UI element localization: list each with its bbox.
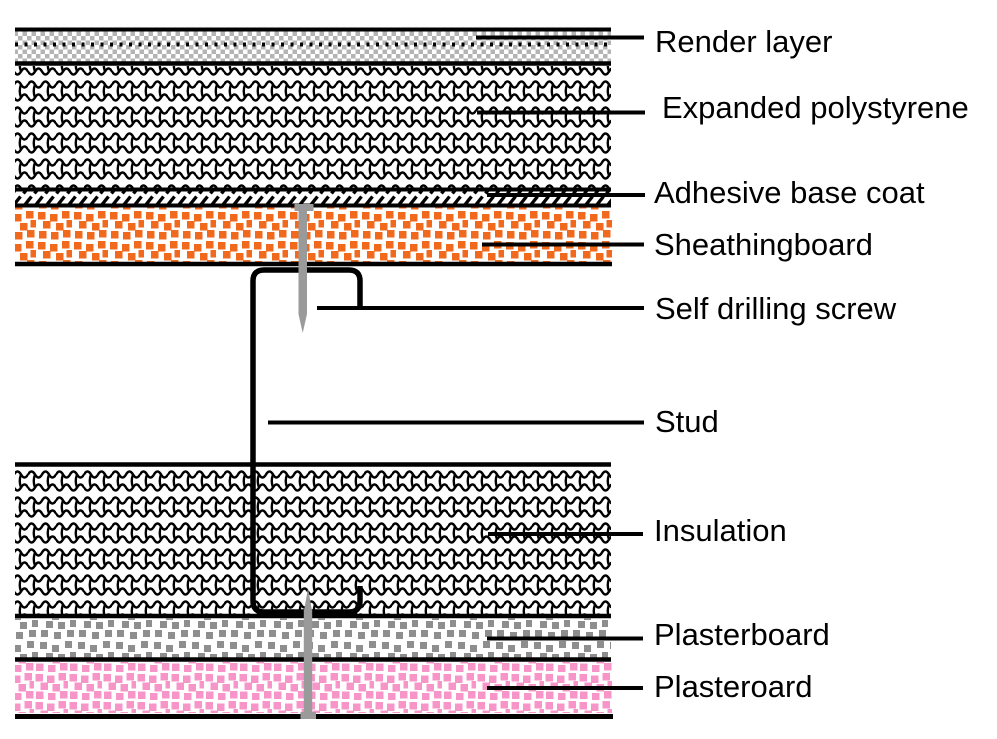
label-insulation: Insulation (654, 513, 787, 548)
label-stud: Stud (655, 404, 719, 439)
layer-sheathingboard (15, 207, 612, 263)
leader-lines (268, 35, 645, 690)
label-render-layer: Render layer (655, 24, 832, 59)
screw-shank (298, 204, 307, 314)
layer-expanded-polystyrene (15, 66, 611, 188)
label-self-drilling-screw: Self drilling screw (655, 291, 897, 326)
stud-channel-outline (250, 267, 363, 615)
screw-head (300, 712, 316, 719)
label-plasterboard: Plasterboard (654, 617, 830, 652)
screw-tip (298, 314, 307, 333)
screw-tip (303, 588, 313, 612)
self-drilling-screw-top (294, 204, 314, 333)
screw-shank (303, 610, 313, 713)
layer-insulation (15, 467, 611, 615)
label-adhesive-base-coat: Adhesive base coat (654, 175, 925, 210)
layer-adhesive-base-coat (15, 191, 611, 204)
label-plasteroard: Plasteroard (654, 669, 813, 704)
layer-render (15, 30, 611, 63)
label-sheathingboard: Sheathingboard (654, 227, 873, 262)
self-drilling-screw-bottom (300, 588, 316, 719)
label-expanded-polystyrene: Expanded polystyrene (662, 90, 969, 125)
